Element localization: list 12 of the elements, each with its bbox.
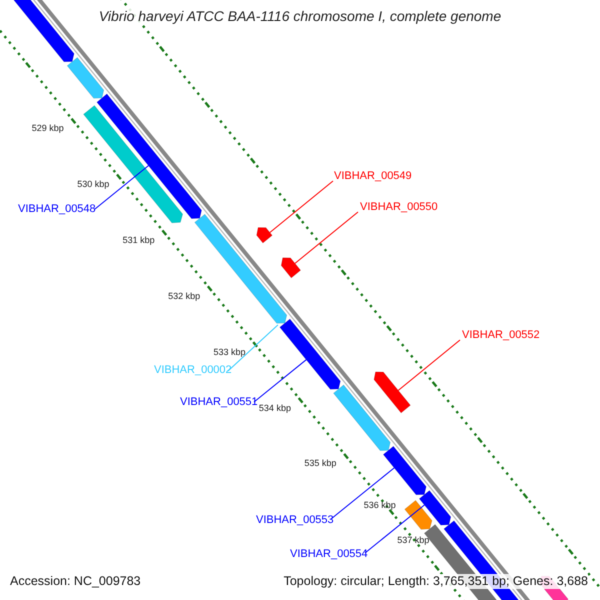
scale-label: 531 kbp	[122, 234, 155, 246]
scale-label: 537 kbp	[397, 535, 430, 546]
genome-summary-text: Topology: circular; Length: 3,765,351 bp; Genes: 3,688	[284, 574, 588, 589]
scale-label: 532 kbp	[168, 290, 200, 302]
scale-label: 535 kbp	[304, 458, 336, 470]
title: Vibrio harveyi ATCC BAA-1116 chromosome I, complete genome	[98, 8, 502, 24]
scale-label: 536 kbp	[364, 500, 396, 512]
scale-label: 534 kbp	[258, 402, 291, 414]
scale-label: 533 kbp	[214, 346, 246, 358]
scale-label: 529 kbp	[32, 123, 64, 134]
scale-label: 530 kbp	[77, 179, 110, 190]
accession-text: Accession: NC_009783	[10, 574, 141, 589]
